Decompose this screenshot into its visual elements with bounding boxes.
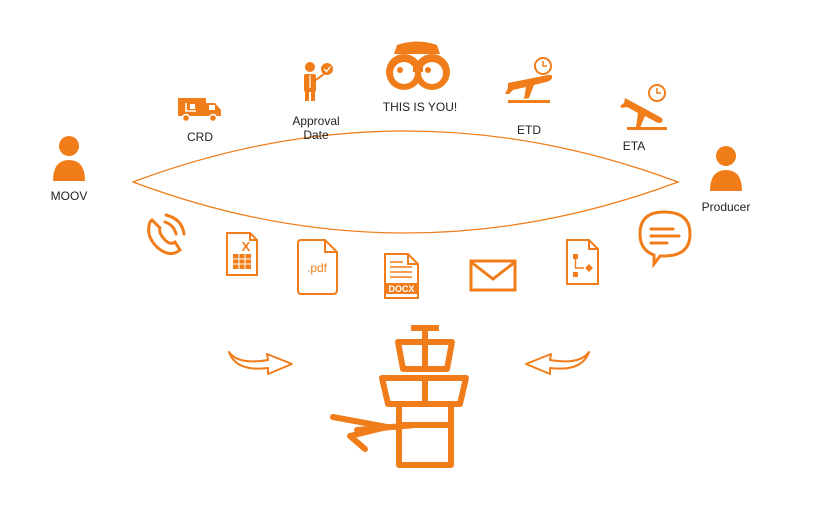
curved-arrow-right-icon [228, 351, 293, 375]
pdf-file-icon: .pdf [297, 239, 338, 295]
excel-file-tag: X [242, 239, 251, 254]
moov-label: MOOV [50, 189, 88, 203]
binoculars-icon [386, 41, 450, 90]
approval-date-label: Approval Date [292, 114, 340, 142]
eta-label: ETA [622, 139, 646, 153]
pdf-file-tag: .pdf [307, 261, 328, 275]
crd-label: CRD [187, 130, 213, 144]
excel-file-icon: X [226, 232, 258, 276]
businessman-approve-icon [304, 62, 333, 101]
producer-person-icon [710, 146, 742, 191]
etd-label: ETD [517, 123, 541, 137]
docx-file-icon: DOCX [384, 253, 419, 299]
curved-arrow-left-icon [525, 351, 590, 375]
connection-lens [131, 130, 680, 234]
plane-departure-clock-icon [505, 57, 553, 103]
plane-arrival-clock-icon [620, 84, 667, 130]
moov-person-icon [53, 136, 85, 181]
mail-envelope-icon [469, 259, 517, 292]
delivery-truck-icon [178, 98, 221, 123]
chat-bubble-icon [638, 210, 692, 269]
paper-plane-icon [330, 414, 418, 452]
control-tower-icon [379, 325, 469, 468]
producer-label: Producer [701, 200, 751, 214]
flowchart-file-icon [566, 239, 599, 285]
this-is-you-label: THIS IS YOU! [382, 100, 458, 114]
docx-file-tag: DOCX [388, 284, 414, 294]
phone-call-icon [147, 213, 186, 255]
